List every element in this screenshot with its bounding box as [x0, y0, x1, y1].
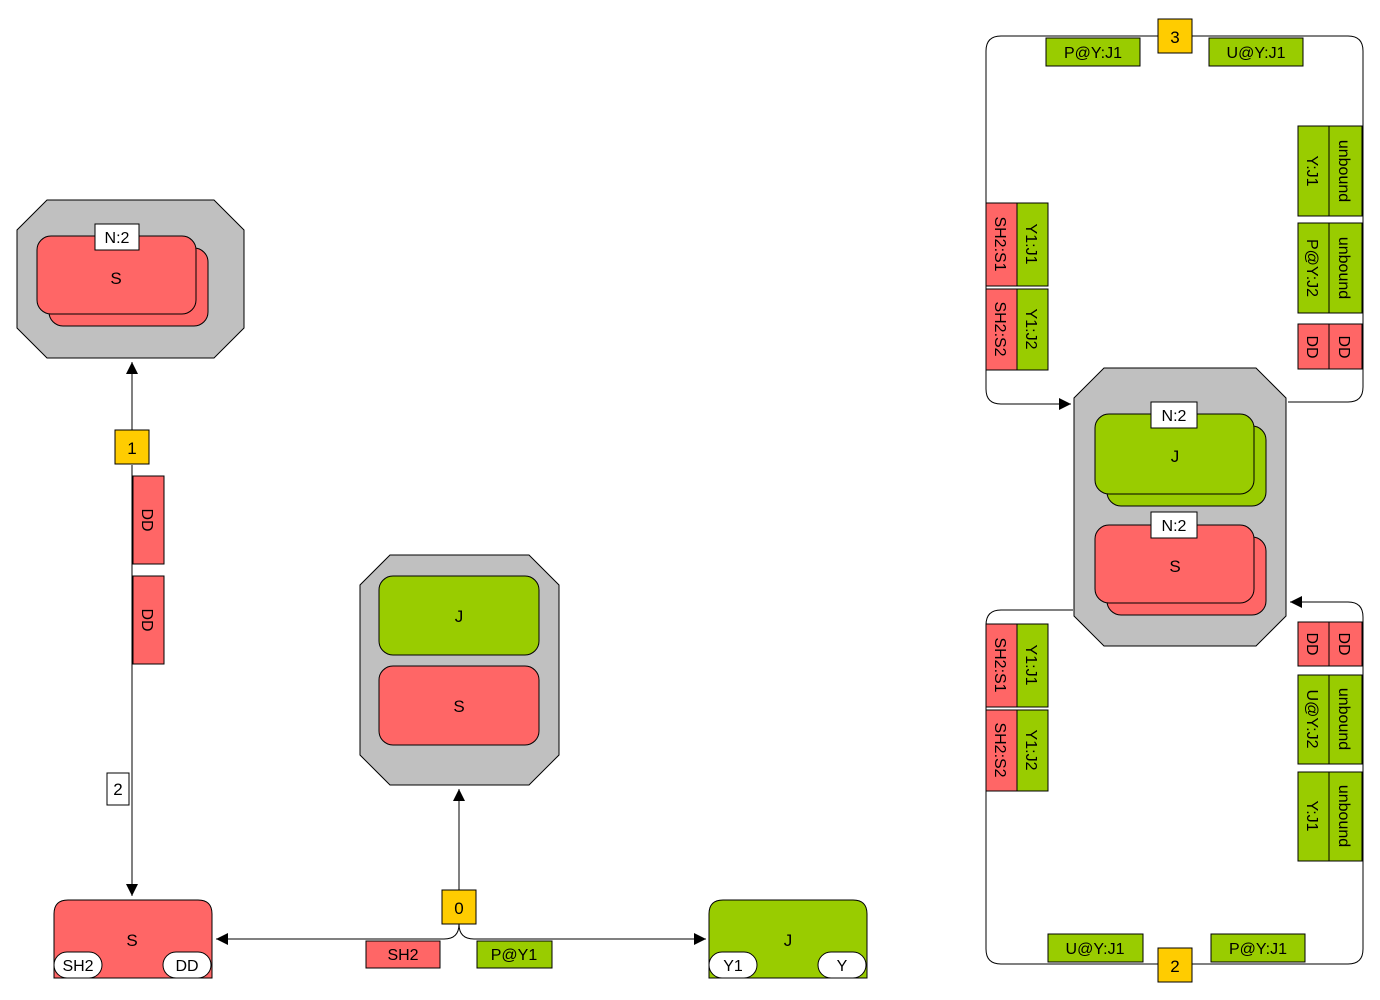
top-right-label-pair-3: DD DD [1297, 323, 1363, 370]
bottom-left-label-pair-2: SH2:S2 Y1:J2 [985, 709, 1049, 792]
bottom-right-label-pair-1: DD DD [1297, 621, 1363, 667]
svg-text:SH2: SH2 [62, 958, 93, 975]
svg-text:Y1:J2: Y1:J2 [1022, 309, 1039, 350]
port-dd[interactable] [162, 951, 212, 979]
svg-text:DD: DD [1335, 335, 1352, 358]
svg-text:unbound: unbound [1335, 237, 1352, 299]
svg-text:3: 3 [1170, 28, 1179, 47]
group-count-badge-text: N:2 [105, 230, 130, 247]
top-label-u-y-j1: U@Y:J1 [1208, 37, 1304, 67]
junction-marker-0[interactable]: 0 [441, 889, 477, 925]
svg-text:Y1: Y1 [723, 958, 743, 975]
svg-text:P@Y:J1: P@Y:J1 [1229, 941, 1287, 958]
svg-text:U@Y:J1: U@Y:J1 [1227, 45, 1286, 62]
target-j-label: J [784, 931, 793, 950]
svg-text:DD: DD [138, 608, 155, 631]
svg-text:unbound: unbound [1335, 140, 1352, 202]
svg-text:2: 2 [1170, 957, 1179, 976]
loop-marker-2[interactable]: 2 [1157, 947, 1193, 983]
group-count-badge [94, 223, 140, 251]
top-right-label-pair-2: P@Y:J2 unbound [1297, 222, 1363, 314]
junction-left-line [216, 923, 460, 945]
left-top-group[interactable]: N:2 S [16, 199, 245, 359]
source-s-node[interactable]: S SH2 DD [53, 899, 213, 979]
svg-text:DD: DD [138, 508, 155, 531]
svg-text:SH2:S2: SH2:S2 [991, 301, 1008, 356]
source-s-label: S [126, 931, 137, 950]
svg-text:Y:J1: Y:J1 [1303, 800, 1320, 831]
svg-text:unbound: unbound [1335, 785, 1352, 847]
s-count-badge [1150, 511, 1198, 539]
svg-text:unbound: unbound [1335, 688, 1352, 750]
edge-label-p-y1: P@Y1 [476, 940, 553, 969]
j-count-badge [1150, 401, 1198, 429]
cycle-j-label: J [1171, 447, 1180, 466]
group-j-label: J [455, 607, 464, 626]
s-node-label: S [110, 269, 121, 288]
edge-label-sh2: SH2 [365, 940, 441, 969]
bottom-right-label-pair-3: Y:J1 unbound [1297, 771, 1363, 862]
svg-text:2: 2 [113, 780, 122, 799]
svg-text:SH2:S1: SH2:S1 [991, 216, 1008, 271]
loop-marker-3[interactable]: 3 [1157, 18, 1193, 54]
junction-right-line [458, 923, 706, 945]
port-y1[interactable] [708, 951, 758, 979]
svg-text:0: 0 [454, 899, 463, 918]
svg-text:Y: Y [837, 958, 848, 975]
svg-text:SH2:S2: SH2:S2 [991, 722, 1008, 777]
svg-text:U@Y:J2: U@Y:J2 [1303, 690, 1320, 749]
svg-text:DD: DD [1303, 335, 1320, 358]
right-cycle-group[interactable]: N:2 J N:2 S [1073, 367, 1287, 647]
svg-text:Y1:J2: Y1:J2 [1022, 730, 1039, 771]
bottom-middle-group[interactable]: J S [359, 554, 560, 786]
svg-text:U@Y:J1: U@Y:J1 [1066, 941, 1125, 958]
bottom-left-label-pair-1: SH2:S1 Y1:J1 [985, 623, 1049, 708]
port-sh2[interactable] [53, 951, 103, 979]
svg-text:SH2:S1: SH2:S1 [991, 637, 1008, 692]
edge-label-dd-1: DD [132, 475, 165, 565]
count-marker-2: 2 [106, 772, 130, 806]
top-left-label-pair-1: SH2:S1 Y1:J1 [985, 202, 1049, 287]
top-right-label-pair-1: Y:J1 unbound [1297, 125, 1363, 217]
top-label-p-y-j1: P@Y:J1 [1045, 37, 1141, 67]
bottom-label-u-y-j1: U@Y:J1 [1047, 933, 1144, 963]
step-marker-1[interactable]: 1 [114, 429, 150, 465]
port-y[interactable] [817, 951, 867, 979]
svg-text:N:2: N:2 [1162, 408, 1187, 425]
svg-text:DD: DD [1335, 632, 1352, 655]
bottom-right-label-pair-2: U@Y:J2 unbound [1297, 674, 1363, 765]
group-s-label: S [453, 697, 464, 716]
svg-text:P@Y:J2: P@Y:J2 [1303, 239, 1320, 297]
svg-text:Y1:J1: Y1:J1 [1022, 224, 1039, 265]
svg-text:Y:J1: Y:J1 [1303, 155, 1320, 186]
cycle-s-label: S [1169, 557, 1180, 576]
top-left-label-pair-2: SH2:S2 Y1:J2 [985, 288, 1049, 371]
svg-text:P@Y1: P@Y1 [491, 947, 538, 964]
svg-text:DD: DD [1303, 632, 1320, 655]
svg-text:1: 1 [127, 439, 136, 458]
svg-text:DD: DD [175, 958, 198, 975]
target-j-node[interactable]: J Y1 Y [708, 899, 868, 979]
edge-label-dd-2: DD [132, 575, 165, 665]
svg-text:N:2: N:2 [1162, 518, 1187, 535]
svg-text:Y1:J1: Y1:J1 [1022, 645, 1039, 686]
svg-text:P@Y:J1: P@Y:J1 [1064, 45, 1122, 62]
bottom-label-p-y-j1: P@Y:J1 [1210, 933, 1306, 963]
svg-text:SH2: SH2 [387, 947, 418, 964]
